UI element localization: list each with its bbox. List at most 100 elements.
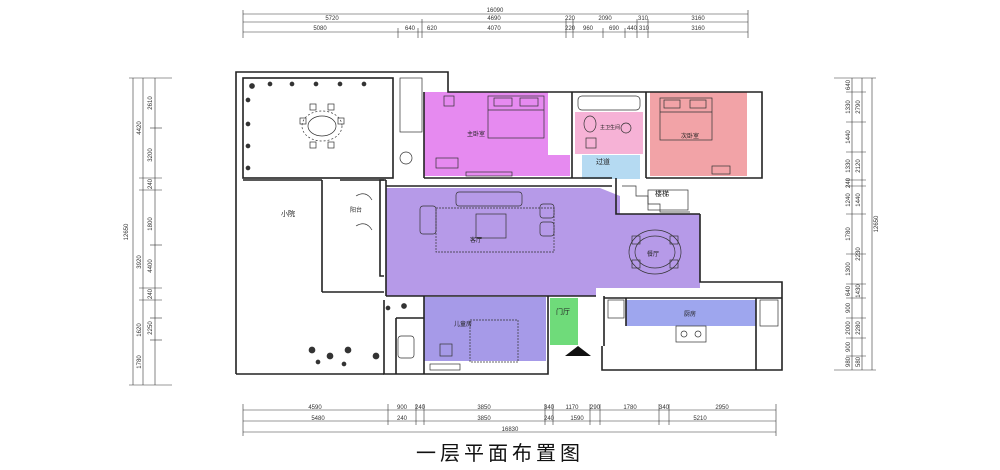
dim-label: 900 — [846, 302, 852, 313]
label-kids-room: 儿童房 — [454, 320, 472, 328]
label-second-bedroom: 次卧室 — [681, 132, 699, 140]
dim-label: 4070 — [487, 26, 501, 32]
dim-label: 2610 — [148, 96, 154, 110]
stove-icon — [607, 299, 779, 343]
dining-table-icon — [628, 229, 682, 275]
label-corridor: 过道 — [596, 157, 610, 166]
label-stairs: 楼梯 — [655, 189, 669, 198]
dim-label: 960 — [583, 26, 594, 32]
dim-label: 1440 — [856, 193, 862, 207]
dim-label: 1330 — [846, 159, 852, 173]
dim-top-row1: 5720 4690 220 2090 310 3160 — [325, 16, 705, 22]
dim-label: 240 — [148, 288, 154, 299]
balcony-box — [399, 77, 423, 133]
dim-label: 2250 — [148, 321, 154, 335]
dim-label: 5080 — [313, 26, 327, 32]
drawing-title: 一层平面布置图 — [416, 441, 584, 465]
dim-label: 2000 — [846, 321, 852, 335]
dim-label: 5210 — [693, 416, 707, 422]
dim-label: 2230 — [856, 247, 862, 261]
room-labels: 小院 主卧室 主卫生间 过道 次卧室 楼梯 客厅 餐厅 儿童房 门厅 厨房 阳台 — [281, 124, 699, 328]
dim-label: 640 — [405, 26, 416, 32]
lounge-chair-icon — [355, 193, 373, 231]
dim-label: 310 — [639, 26, 650, 32]
dim-label: 4590 — [308, 405, 322, 411]
dim-label: 2950 — [715, 405, 729, 411]
dim-label: 3160 — [691, 26, 705, 32]
dim-label: 900 — [397, 405, 408, 411]
dim-label: 620 — [427, 26, 438, 32]
dim-label: 240 — [544, 416, 555, 422]
label-dining: 餐厅 — [647, 250, 659, 258]
dim-label: 3920 — [137, 255, 143, 269]
dim-label: 1780 — [137, 355, 143, 369]
sofa-icon — [419, 191, 555, 253]
dim-label: 580 — [856, 356, 862, 367]
label-living: 客厅 — [470, 236, 482, 244]
furniture — [245, 77, 779, 371]
dim-label: 3160 — [691, 16, 705, 22]
second-bed-icon — [659, 97, 731, 175]
dim-label: 5720 — [325, 16, 339, 22]
dim-label: 900 — [846, 341, 852, 352]
dim-label: 240 — [415, 405, 426, 411]
dim-label: 4690 — [487, 16, 501, 22]
dim-left-row2: 4420 3920 1620 1780 — [137, 121, 143, 369]
right-dimension-lines — [834, 77, 876, 371]
dim-label: 310 — [638, 16, 649, 22]
dim-bottom-row2: 5480 240 3850 240 1590 5210 — [311, 416, 707, 422]
dim-label: 1620 — [137, 323, 143, 337]
dim-label: 340 — [659, 405, 670, 411]
dim-label: 1170 — [566, 405, 580, 411]
dim-bottom-total: 16830 — [502, 427, 519, 433]
label-garden: 小院 — [281, 209, 295, 218]
label-master-bath: 主卫生间 — [600, 124, 620, 131]
dim-label: 440 — [627, 26, 638, 32]
dim-label: 3850 — [477, 416, 491, 422]
dim-label: 1440 — [846, 130, 852, 144]
master-bed-icon — [435, 95, 545, 177]
dim-label: 1430 — [856, 284, 862, 298]
dim-label: 1590 — [570, 416, 584, 422]
dim-label: 1330 — [846, 100, 852, 114]
entrance-arrow-icon — [565, 346, 591, 356]
dim-label: 340 — [544, 405, 555, 411]
label-master-bedroom: 主卧室 — [467, 130, 485, 138]
dim-label: 220 — [565, 26, 576, 32]
dim-label: 1240 — [846, 193, 852, 207]
dim-label: 2120 — [856, 159, 862, 173]
dim-right-row2: 2790 2120 1440 2230 1430 2280 — [856, 100, 862, 335]
dim-label: 5480 — [311, 416, 325, 422]
toilet-icon — [397, 335, 415, 359]
dim-label: 240 — [148, 178, 154, 189]
dim-label: 3200 — [148, 148, 154, 162]
dim-label: 1300 — [846, 262, 852, 276]
dim-label: 220 — [565, 16, 576, 22]
bathtub-icon — [577, 95, 641, 149]
dim-label: 240 — [397, 416, 408, 422]
label-side: 阳台 — [350, 206, 362, 214]
dim-label: 2090 — [598, 16, 612, 22]
dim-label: 640 — [846, 285, 852, 296]
dim-label: 3850 — [477, 405, 491, 411]
garden-table-icon — [299, 103, 345, 149]
left-dimension-lines — [129, 77, 172, 386]
room-fills — [386, 92, 756, 361]
plant-icon — [245, 81, 407, 367]
dim-label: 690 — [609, 26, 620, 32]
stairs-icon — [622, 185, 690, 213]
dim-label: 980 — [846, 356, 852, 367]
dim-bottom-row1: 4590 900 240 3850 340 1170 290 1780 340 … — [308, 405, 729, 411]
walls — [235, 71, 783, 375]
master-bath-fill — [575, 112, 643, 154]
dim-left-total: 12650 — [124, 223, 130, 240]
dim-right-row1: 640 1330 1440 1330 240 1240 1780 1300 64… — [846, 79, 862, 367]
dim-label: 290 — [590, 405, 601, 411]
foyer-fill — [550, 298, 578, 345]
dim-top-row2: 5080 640 620 4070 220 960 690 440 310 31… — [313, 26, 705, 32]
corridor-fill — [582, 155, 640, 179]
dim-top-total: 16090 — [487, 8, 504, 14]
dim-label: 240 — [846, 177, 852, 188]
living-fill — [386, 188, 700, 296]
